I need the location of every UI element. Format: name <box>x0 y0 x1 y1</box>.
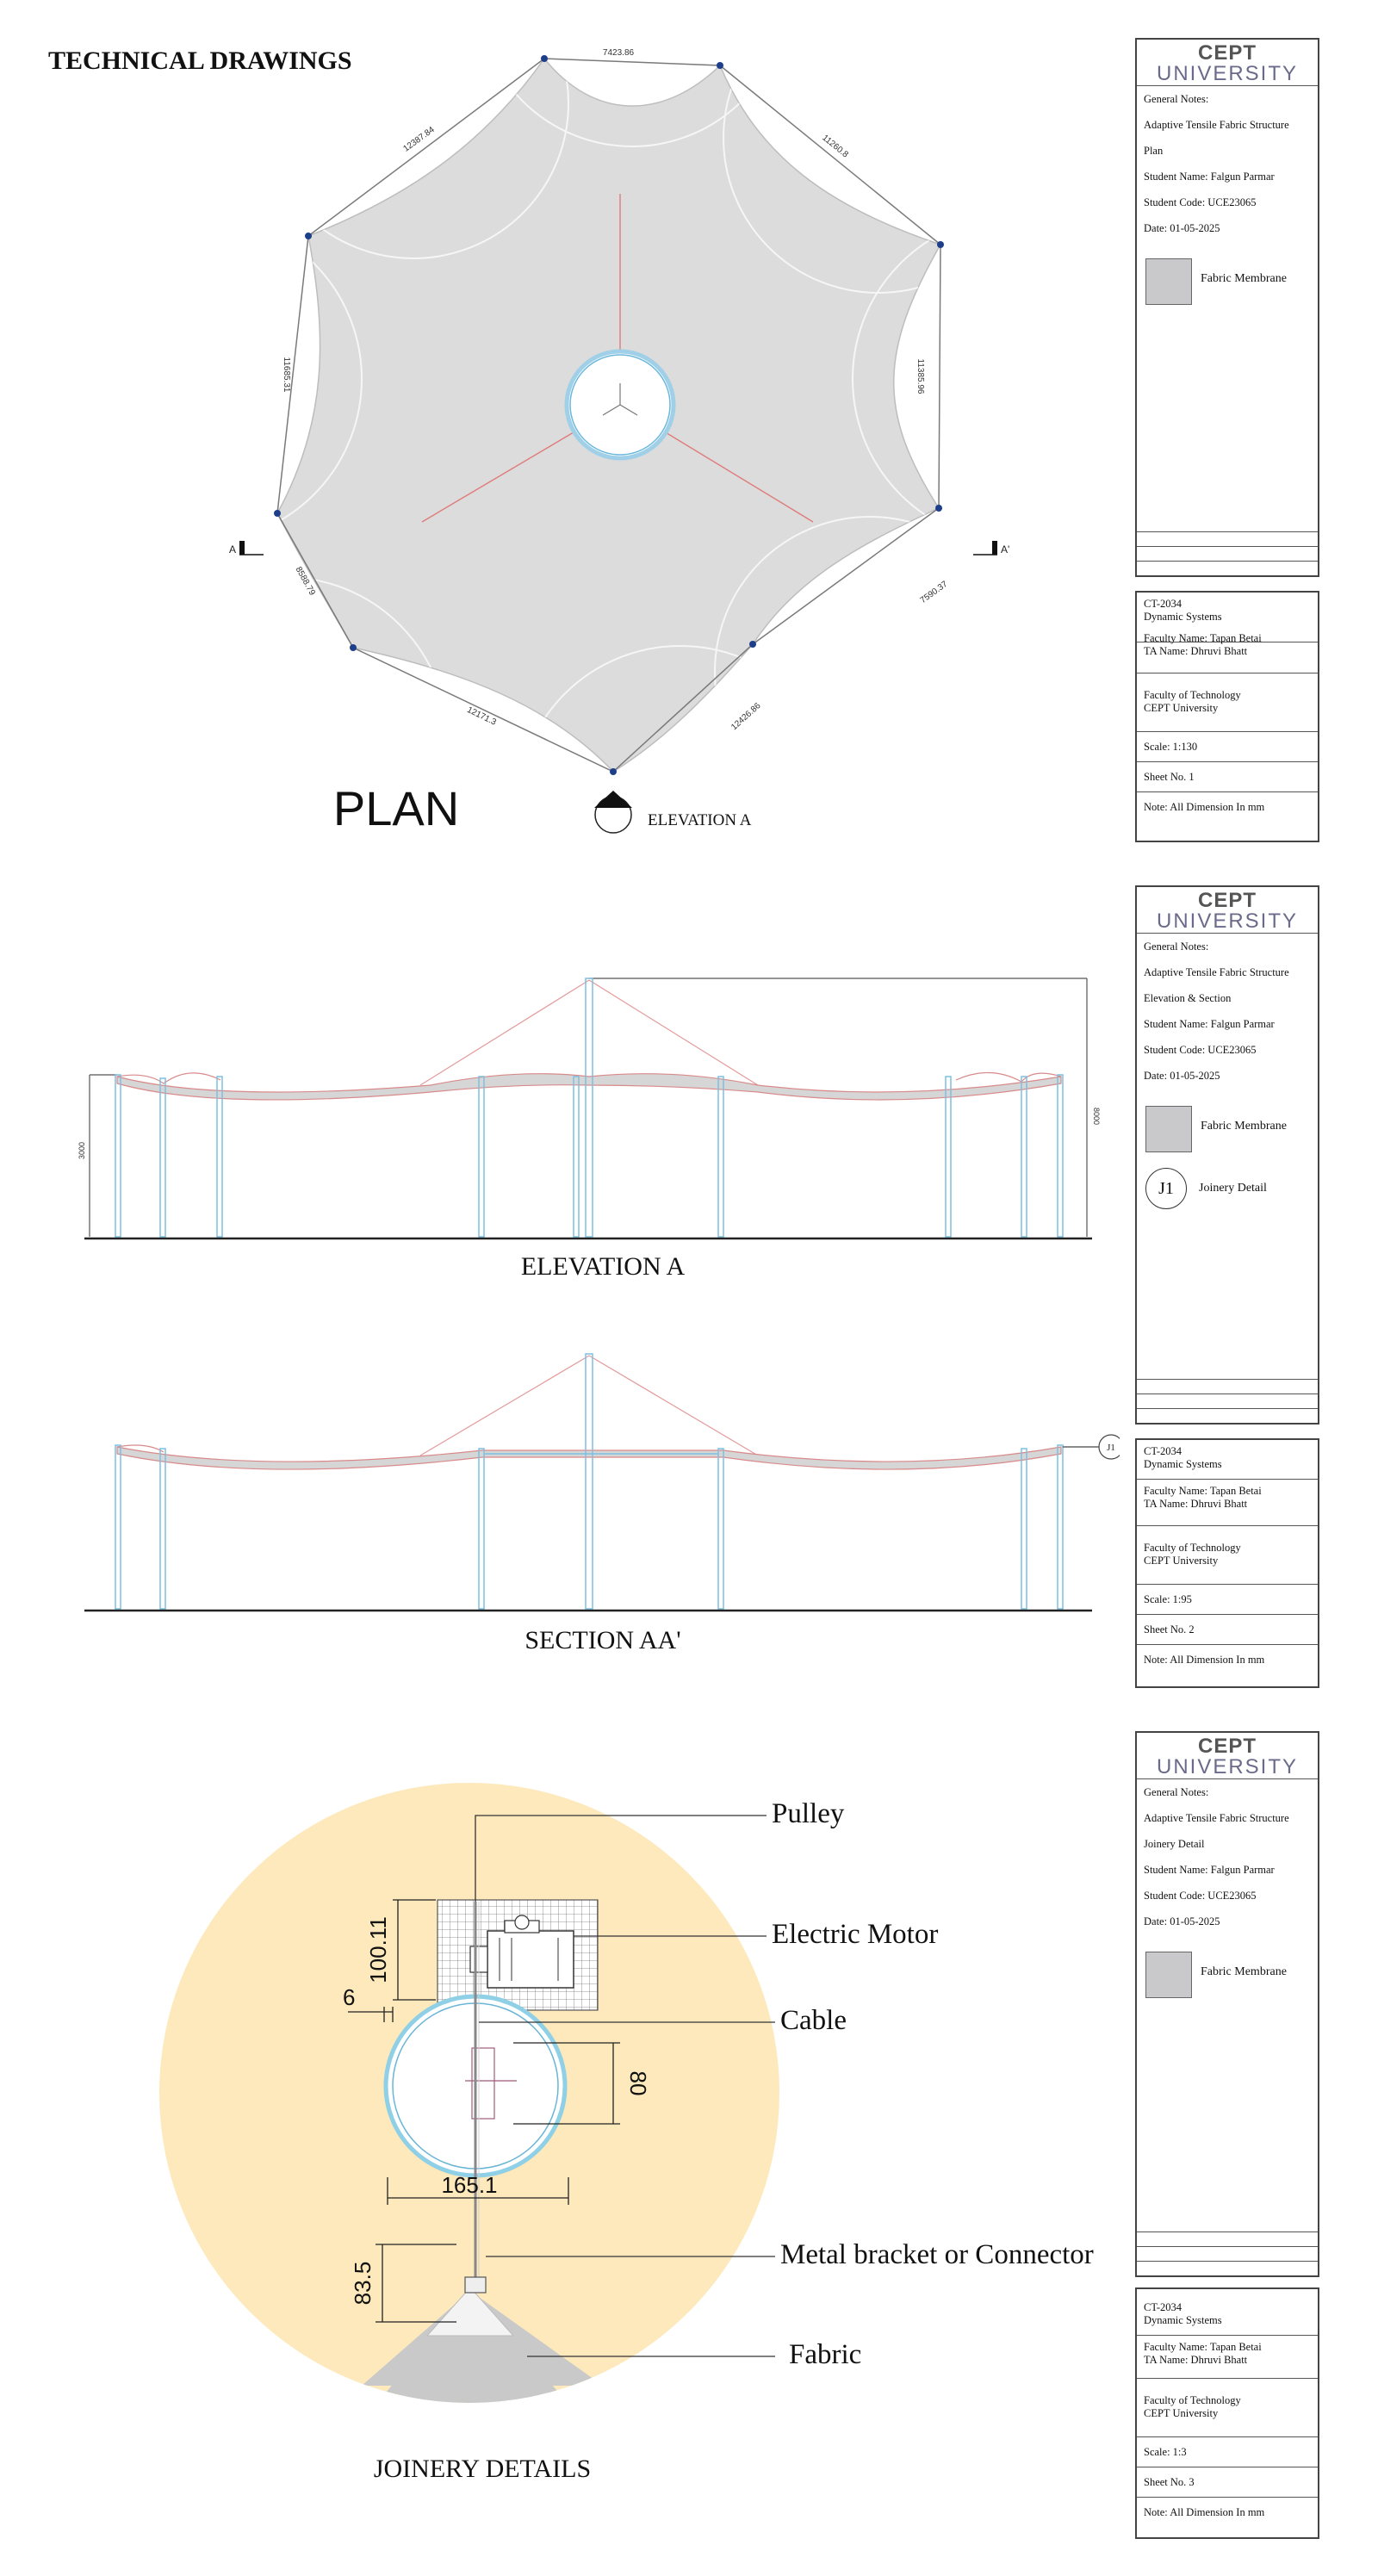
student-code: Student Code: UCE23065 <box>1144 1044 1257 1056</box>
svg-text:J1: J1 <box>1107 1443 1115 1453</box>
elevation-masts <box>115 978 1064 1238</box>
joint-tag-j1 <box>1098 1434 1120 1460</box>
fabric-swatch <box>1145 258 1192 305</box>
project-title: Adaptive Tensile Fabric Structure <box>1144 966 1289 978</box>
plan-dim: 11685.31 <box>282 357 291 393</box>
plan-dim: 7423.86 <box>603 48 635 58</box>
plan-dim: 12387.84 <box>401 125 437 154</box>
label-cable: Cable <box>780 2005 847 2036</box>
svg-text:8000: 8000 <box>1092 1108 1101 1125</box>
plan-caption: PLAN <box>332 781 460 835</box>
student-name: Student Name: Falgun Parmar <box>1144 171 1275 183</box>
plan-drawing: 7423.86 11260.8 11385.96 7590.37 12426.8… <box>229 48 1009 834</box>
legend-fabric: Fabric Membrane <box>1137 1934 1318 2003</box>
fabric-swatch <box>1145 1106 1192 1152</box>
metal-bracket <box>464 2276 487 2294</box>
general-notes: General Notes: <box>1144 93 1209 105</box>
sheet-number: Sheet No. 1 <box>1137 762 1318 792</box>
ta-name: TA Name: Dhruvi Bhatt <box>1144 2354 1248 2366</box>
joinery-caption: JOINERY DETAILS <box>373 2455 592 2483</box>
joinery-drawing: 100.11 6 80 165.1 83.5 <box>159 1783 779 2403</box>
faculty-name: Faculty Name: Tapan Betai <box>1144 1485 1262 1497</box>
plan-dim: 7590.37 <box>919 580 950 605</box>
elevation-caption: ELEVATION A <box>520 1252 686 1281</box>
faculty-name: Faculty Name: Tapan Betai <box>1144 632 1262 644</box>
scale: Scale: 1:130 <box>1137 732 1318 762</box>
joinery-dimension-lines <box>348 1899 620 2323</box>
fabric-swatch <box>1145 1952 1192 1998</box>
date: Date: 01-05-2025 <box>1144 222 1220 234</box>
scale: Scale: 1:3 <box>1137 2437 1318 2467</box>
sheet-number: Sheet No. 3 <box>1137 2467 1318 2498</box>
label-electric-motor: Electric Motor <box>772 1919 939 1950</box>
drawing-title: Elevation & Section <box>1144 992 1232 1004</box>
student-name: Student Name: Falgun Parmar <box>1144 1864 1275 1876</box>
fabric-membrane-elevation <box>116 1073 1062 1101</box>
dim-pulley-width: 165.1 <box>441 2172 497 2198</box>
plan-dim: 12426.86 <box>729 701 763 732</box>
section-caption: SECTION AA' <box>525 1626 681 1654</box>
plan-dim: 11385.96 <box>916 359 925 394</box>
motor-icon <box>469 1915 574 1989</box>
student-code: Student Code: UCE23065 <box>1144 196 1257 208</box>
svg-text:A': A' <box>1001 543 1009 556</box>
dim-bracket-height: 83.5 <box>350 2262 376 2306</box>
drawing-title: Joinery Detail <box>1144 1838 1205 1850</box>
date: Date: 01-05-2025 <box>1144 1070 1220 1082</box>
mast-points <box>274 55 944 775</box>
dimension-note: Note: All Dimension In mm <box>1144 1654 1265 1666</box>
sheet-number: Sheet No. 2 <box>1137 1615 1318 1645</box>
section-marker-a-prime: A' <box>973 541 1009 556</box>
scale: Scale: 1:95 <box>1137 1585 1318 1615</box>
faculty-name: Faculty Name: Tapan Betai <box>1144 2341 1262 2353</box>
svg-text:3000: 3000 <box>78 1142 86 1159</box>
section-marker-a: A <box>229 541 264 556</box>
elevation-drawing: 8000 3000 <box>78 978 1101 1240</box>
ta-name: TA Name: Dhruvi Bhatt <box>1144 1498 1248 1510</box>
legend-fabric: Fabric Membrane <box>1137 1089 1318 1158</box>
dim-pulley-height: 80 <box>625 2071 651 2096</box>
fabric-membrane-section <box>116 1446 1062 1470</box>
svg-text:ELEVATION A: ELEVATION A <box>648 811 752 829</box>
dimension-note: Note: All Dimension In mm <box>1144 2506 1265 2518</box>
section-masts <box>115 1353 1064 1610</box>
general-notes: General Notes: <box>1144 1786 1209 1798</box>
elevation-marker: ELEVATION A <box>594 791 752 834</box>
ta-name: TA Name: Dhruvi Bhatt <box>1144 645 1248 657</box>
perimeter-cable <box>276 58 941 773</box>
dim-motor-height: 100.11 <box>365 1916 391 1983</box>
general-notes: General Notes: <box>1144 940 1209 953</box>
svg-text:A: A <box>229 543 236 556</box>
section-drawing: J1 <box>84 1353 1120 1612</box>
label-metal-bracket: Metal bracket or Connector <box>780 2239 1094 2270</box>
legend-joinery: J1 Joinery Detail <box>1137 1158 1318 1218</box>
page-title: TECHNICAL DRAWINGS <box>48 47 352 75</box>
project-title: Adaptive Tensile Fabric Structure <box>1144 1812 1289 1824</box>
student-code: Student Code: UCE23065 <box>1144 1890 1257 1902</box>
plan-dim: 11260.8 <box>820 133 850 160</box>
legend-fabric: Fabric Membrane <box>1137 241 1318 310</box>
label-pulley: Pulley <box>772 1798 845 1829</box>
project-title: Adaptive Tensile Fabric Structure <box>1144 119 1289 131</box>
student-name: Student Name: Falgun Parmar <box>1144 1018 1275 1030</box>
date: Date: 01-05-2025 <box>1144 1915 1220 1927</box>
drawing-title: Plan <box>1144 145 1164 157</box>
dim-gap: 6 <box>343 1984 355 2010</box>
label-fabric: Fabric <box>789 2339 862 2370</box>
callout-leaders <box>475 1815 775 2357</box>
dimension-note: Note: All Dimension In mm <box>1144 801 1265 813</box>
